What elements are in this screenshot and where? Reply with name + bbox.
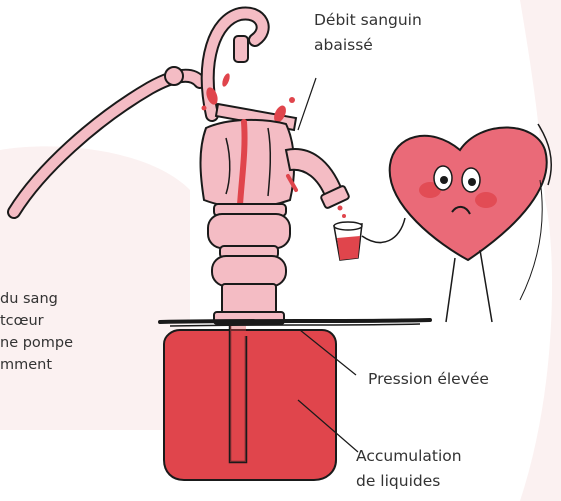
left-text-line: mment: [0, 354, 73, 376]
pump-head: [201, 120, 295, 208]
label-blood-flow-line-1: Débit sanguin: [314, 8, 422, 33]
label-high-pressure: Pression élevée: [368, 367, 489, 392]
label-fluid-buildup-line-2: de liquides: [356, 469, 462, 494]
label-blood-flow-line-2: abaissé: [314, 33, 422, 58]
heart-arm: [362, 218, 405, 242]
label-fluid-buildup-line-1: Accumulation: [356, 444, 462, 469]
leader-blood-flow: [298, 78, 316, 130]
left-text-line: ne pompe: [0, 332, 73, 354]
cup: [334, 206, 362, 261]
ground-line: [160, 320, 430, 322]
right-background-blob: [520, 0, 561, 501]
left-text-line: du sang: [0, 288, 73, 310]
pump-spout: [286, 149, 350, 209]
label-blood-flow: Débit sanguin abaissé: [314, 8, 422, 58]
left-text-fragment: du sang tcœur ne pompe mment: [0, 288, 73, 376]
label-fluid-buildup: Accumulation de liquides: [356, 444, 462, 494]
left-text-line: tcœur: [0, 310, 73, 332]
pump-body: [208, 204, 290, 324]
heart-character: [390, 124, 552, 322]
fluid-tank: [164, 326, 336, 480]
